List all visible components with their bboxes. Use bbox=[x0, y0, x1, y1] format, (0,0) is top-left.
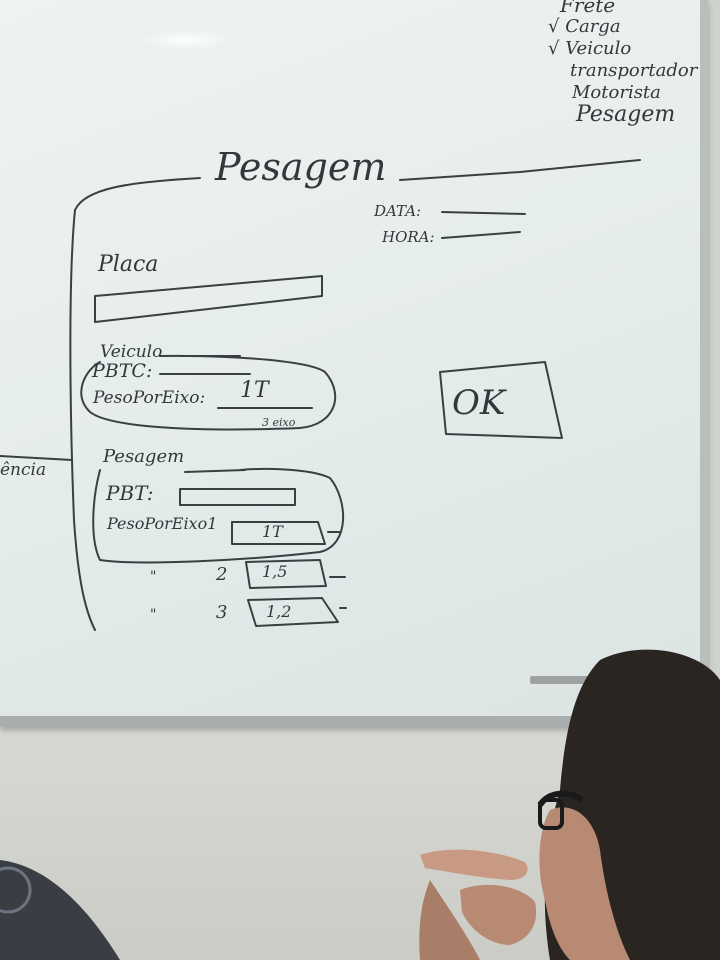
checklist-item: Pesagem bbox=[576, 102, 676, 127]
axle-weight-value: 1T bbox=[262, 522, 283, 541]
time-line bbox=[441, 231, 521, 239]
checklist-item: Motorista bbox=[572, 82, 661, 103]
date-label: DATA: bbox=[374, 202, 422, 220]
pesagem-group bbox=[92, 467, 345, 564]
checklist-item: √ Carga bbox=[548, 16, 621, 37]
checklist-item: √ Veiculo bbox=[548, 38, 632, 59]
outer-frame bbox=[69, 177, 201, 631]
checklist: Frete √ Carga √ Veiculo transportador Mo… bbox=[548, 0, 697, 126]
pbt-input bbox=[179, 488, 296, 506]
peso-por-eixo-value: 1T bbox=[240, 378, 269, 403]
peso-eixo-1-label: PesoPorEixo1 bbox=[107, 514, 218, 533]
placa-input bbox=[94, 275, 323, 323]
checklist-item: Frete bbox=[560, 0, 616, 17]
page-title: Pesagem bbox=[215, 145, 387, 189]
side-fragment-text: ência bbox=[0, 460, 47, 480]
veiculo-group bbox=[80, 354, 337, 431]
shoulder-left bbox=[0, 860, 120, 960]
light-glare bbox=[140, 30, 230, 50]
axle-weight-value: 1,5 bbox=[262, 562, 288, 581]
pesagem-header: Pesagem bbox=[103, 446, 185, 467]
time-label: HORA: bbox=[382, 228, 435, 246]
veiculo-header: Veiculo bbox=[100, 342, 163, 362]
peso-input-2 bbox=[245, 559, 327, 589]
person-head bbox=[419, 649, 720, 960]
axle-number: 3 bbox=[216, 602, 228, 623]
date-line bbox=[441, 211, 526, 215]
ditto-mark: " bbox=[150, 569, 157, 585]
axle-count-note: 3 eixo bbox=[262, 416, 296, 429]
ok-button-sketch: OK bbox=[452, 383, 506, 423]
marker-tray bbox=[530, 676, 600, 684]
pesagem-header-line bbox=[184, 469, 246, 473]
placa-label: Placa bbox=[98, 252, 159, 277]
axle-number: 2 bbox=[216, 564, 228, 585]
ok-box bbox=[439, 361, 563, 439]
peso-input-1 bbox=[231, 521, 326, 545]
peso-por-eixo-label: PesoPorEixo: bbox=[93, 388, 206, 408]
title-underline bbox=[399, 159, 641, 181]
checklist-item: transportador bbox=[570, 60, 698, 81]
pbtc-label: PBTC: bbox=[92, 360, 153, 382]
pbt-label: PBT: bbox=[106, 481, 154, 505]
axle-weight-value: 1,2 bbox=[266, 602, 292, 621]
side-line bbox=[0, 455, 73, 461]
ditto-mark: " bbox=[150, 607, 157, 623]
peso-input-3 bbox=[247, 597, 339, 627]
whiteboard bbox=[0, 0, 708, 726]
